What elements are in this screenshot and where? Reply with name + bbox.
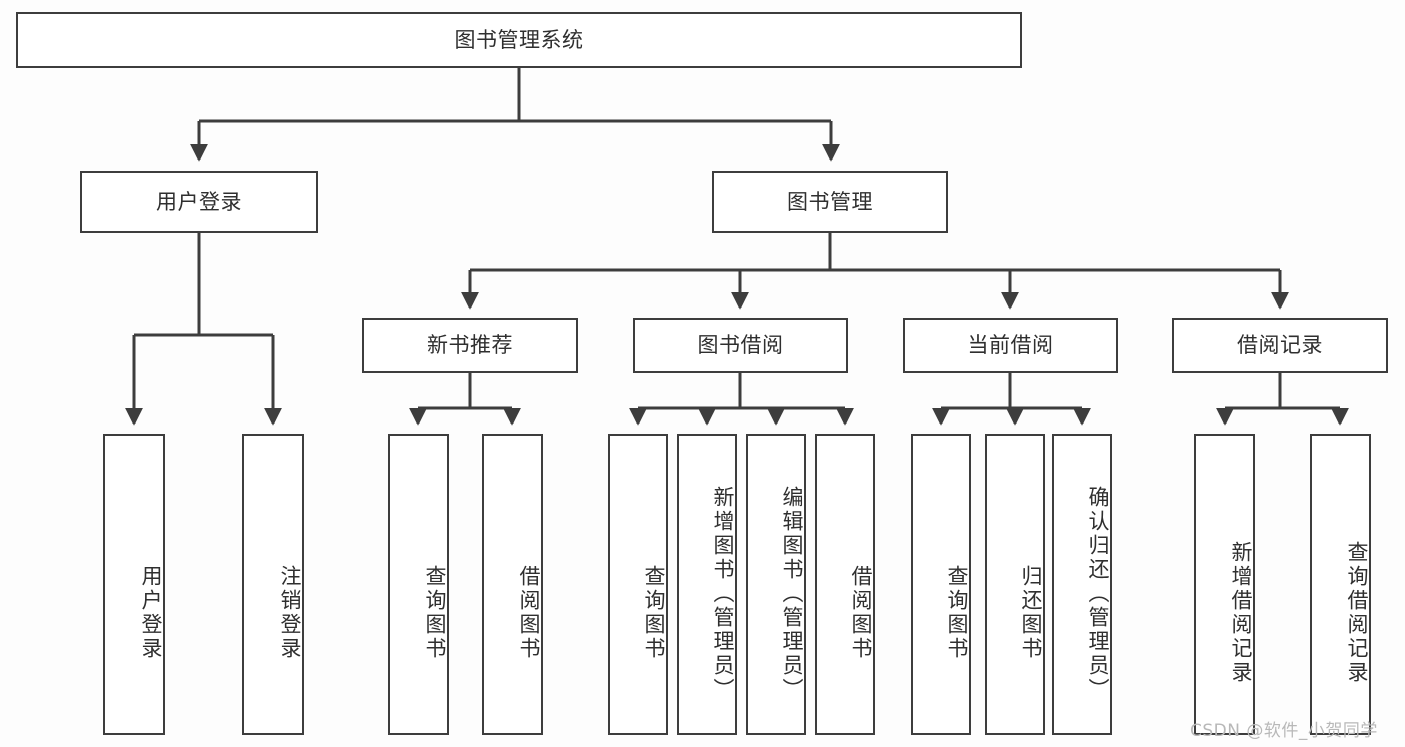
node-root[interactable]: 图书管理系统 [16, 12, 1022, 68]
leaf-confirm-return-admin[interactable]: 确认归还（管理员） [1052, 434, 1112, 735]
leaf-label: 用户登录 [139, 564, 163, 661]
leaf-label: 新增图书（管理员） [711, 485, 735, 702]
leaf-label: 借阅图书 [517, 564, 541, 661]
leaf-borrow-book[interactable]: 借阅图书 [815, 434, 875, 735]
leaf-label: 新增借阅记录 [1229, 540, 1253, 685]
leaf-label: 编辑图书（管理员） [780, 485, 804, 702]
leaf-label: 注销登录 [278, 564, 302, 661]
leaf-label: 确认归还（管理员） [1086, 485, 1110, 702]
leaf-label: 借阅图书 [849, 564, 873, 661]
leaf-logout[interactable]: 注销登录 [242, 434, 304, 735]
leaf-query-book-borrow[interactable]: 查询图书 [608, 434, 668, 735]
leaf-user-login[interactable]: 用户登录 [103, 434, 165, 735]
leaf-label: 查询图书 [945, 564, 969, 661]
node-current-borrow[interactable]: 当前借阅 [903, 318, 1118, 373]
leaf-add-book-admin[interactable]: 新增图书（管理员） [677, 434, 737, 735]
leaf-query-book-recommend[interactable]: 查询图书 [388, 434, 449, 735]
leaf-query-book-current[interactable]: 查询图书 [911, 434, 971, 735]
watermark: CSDN @软件_小贺同学 [1190, 721, 1378, 741]
leaf-edit-book-admin[interactable]: 编辑图书（管理员） [746, 434, 806, 735]
leaf-label: 查询图书 [642, 564, 666, 661]
leaf-label: 查询图书 [423, 564, 447, 661]
leaf-label: 归还图书 [1019, 564, 1043, 661]
leaf-query-borrow-record[interactable]: 查询借阅记录 [1310, 434, 1371, 735]
leaf-borrow-book-recommend[interactable]: 借阅图书 [482, 434, 543, 735]
leaf-add-borrow-record[interactable]: 新增借阅记录 [1194, 434, 1255, 735]
node-book-borrow[interactable]: 图书借阅 [633, 318, 848, 373]
node-user-login[interactable]: 用户登录 [80, 171, 318, 233]
leaf-label: 查询借阅记录 [1345, 540, 1369, 685]
leaf-return-book[interactable]: 归还图书 [985, 434, 1045, 735]
node-book-management[interactable]: 图书管理 [712, 171, 948, 233]
node-new-book-recommend[interactable]: 新书推荐 [362, 318, 578, 373]
node-borrow-records[interactable]: 借阅记录 [1172, 318, 1388, 373]
